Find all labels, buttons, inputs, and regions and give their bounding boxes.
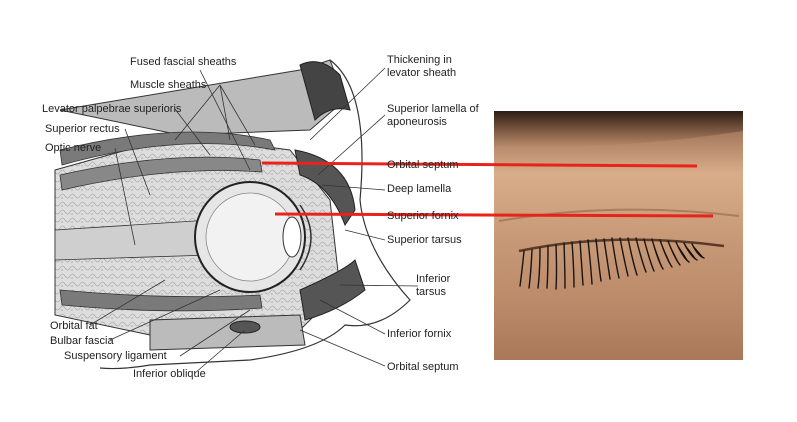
label-fused-fascial-sheaths: Fused fascial sheaths xyxy=(130,56,237,68)
label-superior-fornix: Superior fornix xyxy=(387,210,459,222)
inferior-rectus-muscle xyxy=(59,289,263,312)
closed-eye-photo xyxy=(494,111,743,360)
label-inferior-oblique: Inferior oblique xyxy=(133,368,206,380)
label-deep-lamella: Deep lamella xyxy=(387,183,452,195)
closed-eye-illustration xyxy=(494,111,743,360)
label-orbital-fat: Orbital fat xyxy=(50,320,98,332)
lens xyxy=(282,216,302,258)
upper-eyelid xyxy=(294,149,356,227)
label-inferior-tarsus: Inferior tarsus xyxy=(416,273,451,298)
label-bulbar-fascia: Bulbar fascia xyxy=(50,335,114,347)
cornea xyxy=(299,204,312,271)
label-levator-palpebrae-superioris: Levator palpebrae superioris xyxy=(42,103,182,115)
levator-muscle xyxy=(59,131,276,166)
label-suspensory-ligament: Suspensory ligament xyxy=(64,350,167,362)
lower-eyelid xyxy=(299,259,366,321)
orbital-floor-bone xyxy=(149,314,306,351)
superior-rectus-muscle xyxy=(59,156,263,191)
inferior-oblique-muscle xyxy=(229,320,261,334)
skin-outline xyxy=(99,59,411,370)
label-superior-lamella-aponeurosis: Superior lamella of aponeurosis xyxy=(387,103,479,128)
label-inferior-fornix: Inferior fornix xyxy=(387,328,452,340)
label-thickening-levator-sheath: Thickening in levator sheath xyxy=(387,54,457,79)
label-muscle-sheaths: Muscle sheaths xyxy=(130,79,207,91)
label-orbital-septum-lower: Orbital septum xyxy=(387,361,459,373)
orbital-rim-upper xyxy=(299,61,351,121)
label-orbital-septum-upper: Orbital septum xyxy=(387,159,459,171)
label-optic-nerve: Optic nerve xyxy=(45,142,102,154)
label-superior-rectus: Superior rectus xyxy=(45,123,120,135)
label-superior-tarsus: Superior tarsus xyxy=(387,234,462,246)
